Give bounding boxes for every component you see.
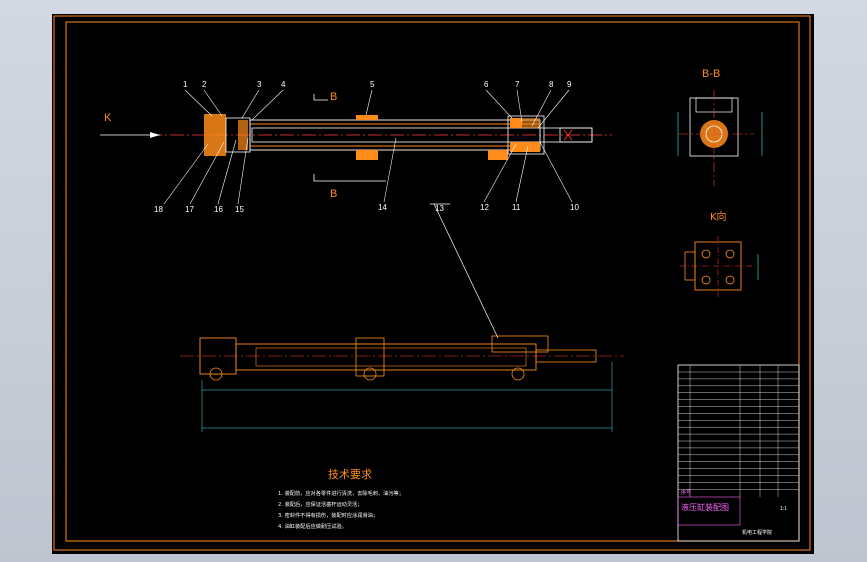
outer-frame [53, 15, 811, 551]
callout-13: 13 [435, 204, 444, 213]
callout-15: 15 [235, 205, 244, 214]
title-block [677, 364, 800, 542]
leader-line [537, 89, 570, 129]
drawing-name: 液压缸装配图 [681, 502, 729, 512]
main-section-view [100, 94, 612, 182]
callout-11: 11 [512, 203, 521, 212]
drawing-canvas: 1 2 3 4 5 6 7 8 9 18 17 16 15 14 12 11 1… [53, 15, 811, 551]
parts-list-header: 序号 [681, 489, 691, 496]
callout-leaders [163, 89, 573, 205]
callout-5: 5 [370, 80, 375, 89]
tech-req-title: 技术要求 [328, 468, 372, 481]
section-mark-bottom: B [330, 188, 337, 200]
bb-section-view [677, 90, 763, 186]
callout-16: 16 [214, 205, 223, 214]
leader-line [365, 89, 373, 116]
callout-18: 18 [154, 205, 163, 214]
leader-line [515, 145, 529, 203]
tech-req-item: 3. 密封件不得有损伤，装配时应涂润滑油； [278, 511, 378, 519]
k-arrow-head [150, 132, 160, 138]
leader-line [163, 143, 209, 205]
callout-10: 10 [570, 203, 579, 212]
leader-line [516, 89, 523, 123]
leader-line [184, 89, 213, 117]
inner-frame [65, 21, 800, 542]
leader-line [241, 89, 260, 119]
section-mark-top: B [330, 91, 337, 103]
tech-req-item: 2. 装配后，应保证活塞杆运动灵活； [278, 500, 362, 508]
callout-14: 14 [378, 203, 387, 212]
bb-view-title: B-B [702, 68, 720, 80]
k-view-title: K向 [710, 210, 727, 223]
company-name: 机电工程学院 [742, 529, 772, 536]
leader-line [237, 137, 249, 205]
callouts-top: 1 2 3 4 5 6 7 8 9 [183, 80, 572, 89]
callout-17: 17 [185, 205, 194, 214]
callout-9: 9 [567, 80, 572, 89]
callouts-bottom: 18 17 16 15 14 12 11 10 13 [154, 203, 579, 214]
callout-1: 1 [183, 80, 188, 89]
elevation-view [180, 203, 624, 432]
leader-line [383, 137, 397, 203]
callout-2: 2 [202, 80, 207, 89]
drawing-scale: 1:1 [780, 506, 787, 512]
drawing-sheet: 1 2 3 4 5 6 7 8 9 18 17 16 15 14 12 11 1… [52, 14, 814, 554]
leader-line [203, 89, 223, 117]
leader-line [251, 89, 284, 121]
callout-3: 3 [257, 80, 262, 89]
parts-list-rows [678, 365, 799, 497]
leader-line [531, 89, 552, 127]
leader-line [217, 139, 237, 205]
callout-8: 8 [549, 80, 554, 89]
leader-line [189, 141, 225, 205]
leader-line [539, 141, 573, 203]
tech-req-list: 1. 装配前，应对各零件进行清洗，去除毛刺、油污等； 2. 装配后，应保证活塞杆… [278, 489, 404, 530]
k-view [680, 236, 759, 298]
callout-4: 4 [281, 80, 286, 89]
leader-line [485, 89, 513, 119]
callout-6: 6 [484, 80, 489, 89]
callout-12: 12 [480, 203, 489, 212]
leader-line [483, 143, 517, 203]
callout-7: 7 [515, 80, 520, 89]
tech-req-item: 1. 装配前，应对各零件进行清洗，去除毛刺、油污等； [278, 489, 404, 497]
k-arrow-label: K [104, 112, 112, 124]
tech-req-item: 4. 油缸装配后应做耐压试验。 [278, 522, 347, 530]
